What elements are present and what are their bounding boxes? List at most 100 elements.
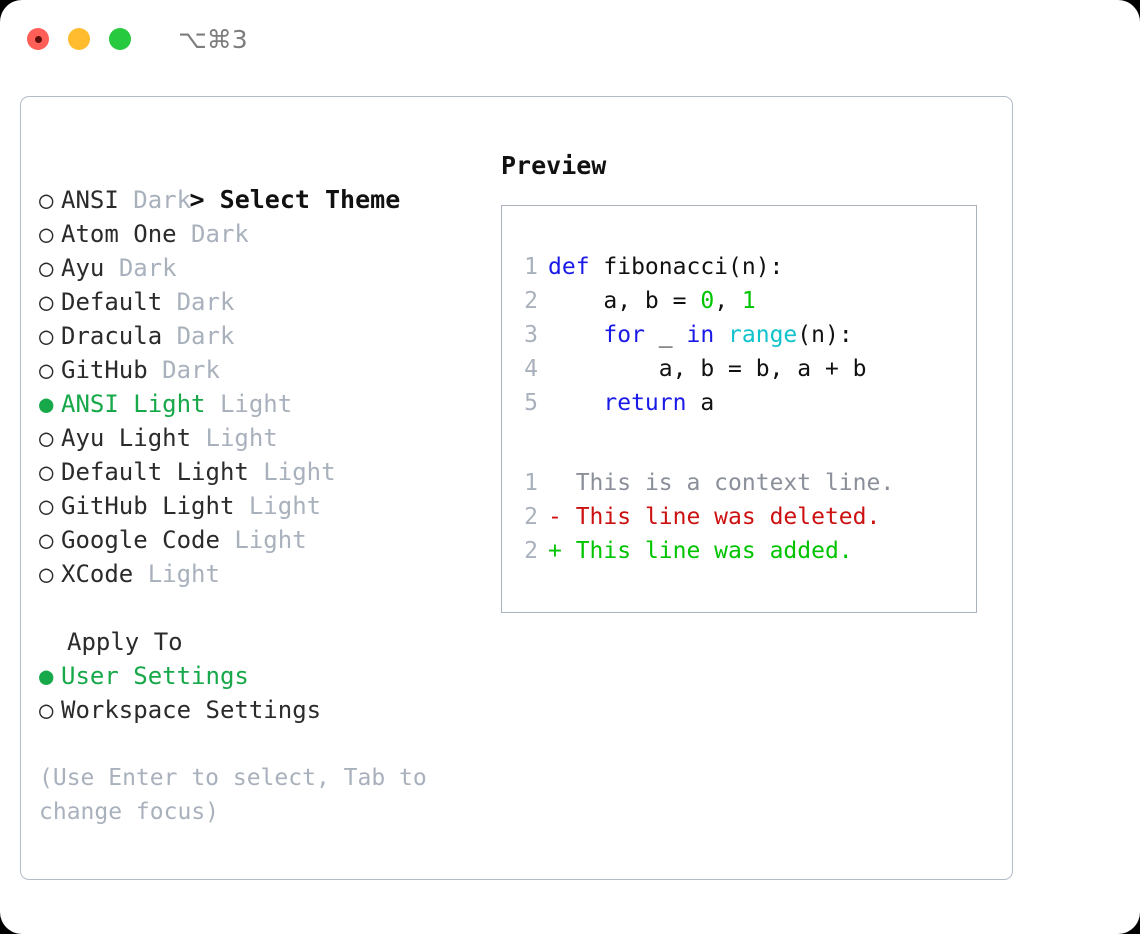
diff-text: This line was added.: [561, 538, 853, 564]
code-token: ,: [714, 288, 742, 314]
code-line: 5 return a: [516, 386, 976, 420]
radio-unselected-icon: ○: [39, 560, 54, 588]
theme-option[interactable]: ○Ayu Dark: [39, 251, 489, 285]
radio-selected-icon: ●: [39, 390, 54, 418]
theme-option-variant: Light: [234, 526, 307, 554]
theme-option-name: XCode: [61, 560, 134, 588]
theme-option[interactable]: ○Ayu Light Light: [39, 421, 489, 455]
theme-option-name: GitHub Light: [61, 492, 235, 520]
radio-unselected-icon: ○: [39, 220, 54, 248]
radio-unselected-icon: ○: [39, 492, 54, 520]
theme-option[interactable]: ○Default Dark: [39, 285, 489, 319]
line-number: 4: [524, 356, 538, 382]
code-line: 4 a, b = b, a + b: [516, 352, 976, 386]
theme-option[interactable]: ○Dracula Dark: [39, 319, 489, 353]
radio-unselected-icon: ○: [39, 356, 54, 384]
theme-option-name: Default Light: [61, 458, 249, 486]
diff-line: 1 This is a context line.: [516, 466, 976, 500]
theme-option[interactable]: ○Google Code Light: [39, 523, 489, 557]
code-token: (n):: [797, 322, 853, 348]
theme-option[interactable]: ○GitHub Dark: [39, 353, 489, 387]
code-line: 3 for _ in range(n):: [516, 318, 976, 352]
theme-option-name: Ayu Light: [61, 424, 192, 452]
theme-option-variant: Light: [263, 458, 336, 486]
radio-unselected-icon: ○: [39, 458, 54, 486]
radio-selected-icon: ●: [39, 662, 54, 690]
code-token: fibonacci(n):: [589, 254, 784, 280]
radio-unselected-icon: ○: [39, 186, 54, 214]
theme-option[interactable]: ○GitHub Light Light: [39, 489, 489, 523]
code-token: return: [603, 390, 687, 416]
apply-to-list: ●User Settings○Workspace Settings: [39, 659, 489, 727]
theme-option-name: Google Code: [61, 526, 220, 554]
theme-option[interactable]: ○Default Light Light: [39, 455, 489, 489]
theme-option-variant: Light: [147, 560, 220, 588]
theme-option[interactable]: ○Atom One Dark: [39, 217, 489, 251]
page-title: Select Theme: [219, 185, 401, 214]
theme-option-variant: Dark: [162, 356, 220, 384]
apply-to-option-label: Workspace Settings: [61, 696, 322, 724]
theme-option[interactable]: ●ANSI Light Light: [39, 387, 489, 421]
theme-option-variant: Dark: [176, 288, 235, 316]
radio-unselected-icon: ○: [39, 424, 54, 452]
code-token: a: [686, 390, 715, 416]
theme-option-variant: Dark: [191, 220, 249, 248]
theme-option-variant: Light: [205, 424, 278, 452]
diff-sample: 1 This is a context line.2- This line wa…: [516, 466, 976, 568]
radio-unselected-icon: ○: [39, 526, 54, 554]
line-number: 5: [524, 390, 538, 416]
radio-unselected-icon: ○: [39, 288, 54, 316]
code-token: range: [728, 322, 798, 348]
diff-line: 2- This line was deleted.: [516, 500, 976, 534]
apply-to-option[interactable]: ●User Settings: [39, 659, 489, 693]
theme-picker-column: > Select Theme ○ANSI Dark○Atom One Dark○…: [39, 149, 489, 829]
code-line: 2 a, b = 0, 1: [516, 284, 976, 318]
theme-option-variant: Dark: [133, 186, 192, 214]
apply-to-option-label: User Settings: [61, 662, 249, 690]
keyboard-shortcut-label: ⌥⌘3: [178, 24, 248, 54]
code-token: [548, 390, 603, 416]
diff-marker: +: [548, 538, 562, 564]
theme-option-name: GitHub: [61, 356, 148, 384]
code-token: in: [686, 322, 715, 348]
theme-option-variant: Dark: [176, 322, 235, 350]
theme-option[interactable]: ○XCode Light: [39, 557, 489, 591]
theme-option-variant: Light: [248, 492, 322, 520]
line-number: 1: [524, 254, 538, 280]
code-token: def: [548, 254, 590, 280]
code-token: 0: [700, 288, 715, 314]
theme-picker-heading: > Select Theme: [39, 149, 489, 214]
theme-option-name: Dracula: [61, 322, 163, 350]
theme-option-variant: Light: [219, 390, 293, 418]
minimize-button[interactable]: [68, 28, 90, 50]
line-number: 3: [524, 322, 538, 348]
line-number: 2: [524, 288, 538, 314]
theme-list: ○ANSI Dark○Atom One Dark○Ayu Dark○Defaul…: [39, 183, 489, 591]
radio-unselected-icon: ○: [39, 254, 54, 282]
code-token: a, b = b, a + b: [548, 356, 867, 382]
line-number: 2: [524, 504, 538, 530]
diff-line: 2 + This line was added.: [516, 534, 976, 568]
code-token: a, b =: [548, 288, 701, 314]
theme-option-name: Default: [61, 288, 163, 316]
close-button[interactable]: [27, 28, 49, 50]
theme-option-name: Ayu: [61, 254, 105, 282]
title-bar: ⌥⌘3: [0, 0, 1140, 78]
preview-heading: Preview: [501, 151, 607, 180]
code-token: _: [644, 322, 687, 348]
theme-option-name: ANSI Light: [61, 390, 206, 418]
code-token: for: [603, 322, 645, 348]
line-number: 2: [524, 538, 538, 564]
apply-to-option[interactable]: ○Workspace Settings: [39, 693, 489, 727]
theme-option-name: ANSI: [61, 186, 119, 214]
theme-option-variant: Dark: [118, 254, 177, 282]
code-line: 1 def fibonacci(n):: [516, 250, 976, 284]
maximize-button[interactable]: [109, 28, 131, 50]
theme-option[interactable]: ○ANSI Dark: [39, 183, 489, 217]
apply-to-heading: Apply To: [67, 628, 183, 656]
main-panel: > Select Theme ○ANSI Dark○Atom One Dark○…: [20, 96, 1013, 880]
